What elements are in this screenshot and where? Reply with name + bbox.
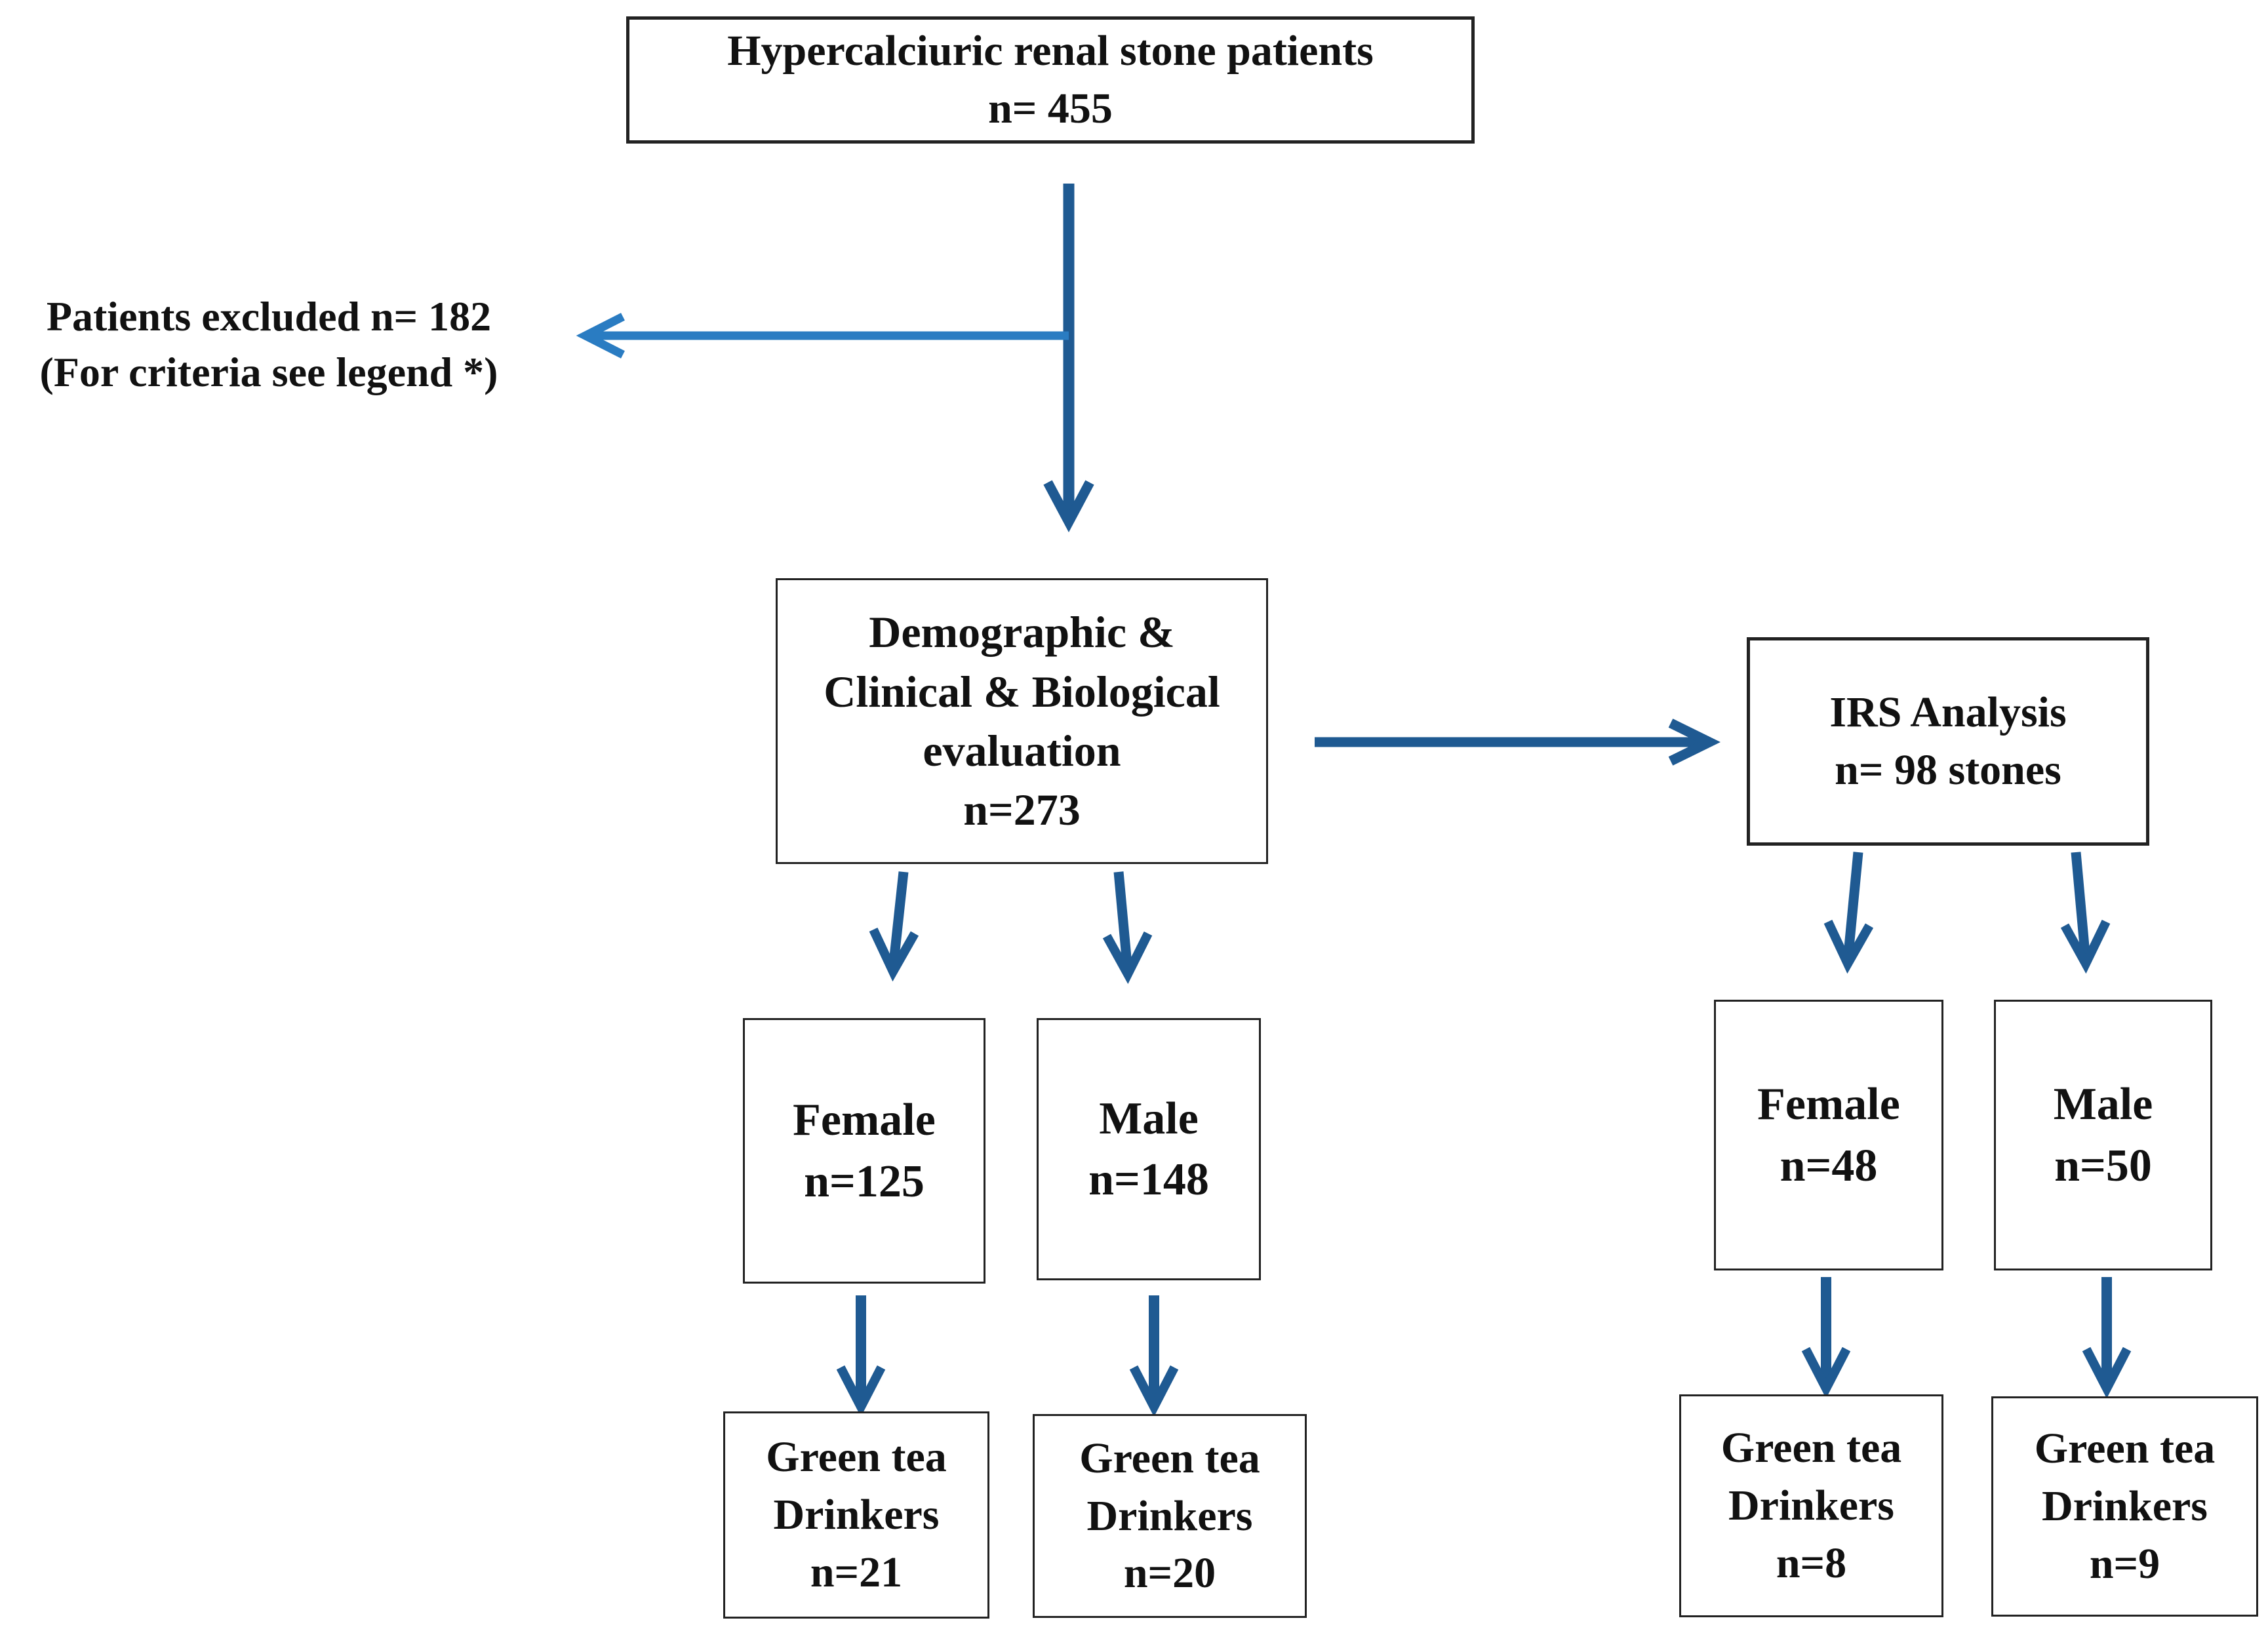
arrow-irs-male-to-gt-head [2082,1347,2132,1399]
box-gt-irs-male: Green tea Drinkers n=9 [1991,1396,2258,1617]
eval-male-count: n=148 [1088,1154,1209,1205]
eval-female-label: Female [793,1095,936,1146]
arrow-eval-to-female [888,871,909,970]
box-eval-male: Male n=148 [1037,1018,1261,1280]
gt-eval-male-line-2: Drinkers [1086,1491,1253,1540]
evaluation-count: n=273 [963,785,1081,835]
arrow-irs-female-to-gt-head [1801,1347,1851,1399]
arrow-eval-to-female-head [869,928,919,982]
irs-male-count: n=50 [2054,1140,2152,1191]
box-gt-irs-female: Green tea Drinkers n=8 [1679,1394,1943,1617]
arrow-irs-to-female [1842,852,1863,962]
arrow-irs-to-male [2071,852,2091,962]
irs-female-label: Female [1757,1079,1900,1130]
box-irs-male: Male n=50 [1994,1000,2212,1270]
gt-eval-male-count: n=20 [1123,1549,1216,1598]
evaluation-line-3: evaluation [923,726,1121,776]
evaluation-line-2: Clinical & Biological [824,666,1220,717]
arrow-irs-to-female-head [1823,920,1874,974]
excluded-line-2: (For criteria see legend *) [39,349,498,396]
gt-irs-male-line-2: Drinkers [2042,1482,2208,1531]
eval-male-label: Male [1099,1093,1199,1144]
arrow-main-vertical-head [1043,480,1094,532]
excluded-note: Patients excluded n= 182 (For criteria s… [0,288,538,400]
gt-irs-female-count: n=8 [1776,1539,1847,1587]
irs-count: n= 98 stones [1835,746,2061,794]
arrow-eval-male-to-gt-head [1129,1365,1179,1417]
irs-female-count: n=48 [1780,1140,1878,1191]
eval-female-count: n=125 [804,1156,925,1207]
box-gt-eval-male: Green tea Drinkers n=20 [1033,1414,1307,1618]
box-title: Hypercalciuric renal stone patients [727,27,1374,75]
box-gt-eval-female: Green tea Drinkers n=21 [723,1411,989,1619]
arrow-eval-to-male [1113,871,1133,972]
box-evaluation: Demographic & Clinical & Biological eval… [776,578,1268,864]
irs-male-label: Male [2053,1079,2153,1130]
gt-irs-female-line-2: Drinkers [1728,1482,1894,1530]
arrow-eval-female-to-gt-head [836,1365,886,1417]
box-count: n= 455 [988,85,1113,132]
gt-irs-female-line-1: Green tea [1721,1424,1902,1472]
gt-eval-male-line-1: Green tea [1079,1434,1260,1482]
gt-irs-male-line-1: Green tea [2034,1425,2216,1473]
gt-eval-female-line-2: Drinkers [773,1491,940,1539]
gt-eval-female-count: n=21 [810,1548,903,1596]
arrow-eval-to-male-head [1102,931,1153,985]
arrow-excluded-head [576,313,625,359]
arrow-irs-to-male-head [2060,919,2111,974]
box-hypercalciuric-patients: Hypercalciuric renal stone patients n= 4… [626,16,1475,144]
box-irs-female: Female n=48 [1714,1000,1943,1270]
irs-title: IRS Analysis [1829,688,2067,737]
box-eval-female: Female n=125 [743,1018,985,1284]
arrow-eval-to-irs-head [1668,718,1721,766]
excluded-line-1: Patients excluded n= 182 [46,293,492,340]
box-irs-analysis: IRS Analysis n= 98 stones [1747,637,2149,846]
gt-irs-male-count: n=9 [2089,1539,2160,1588]
gt-eval-female-line-1: Green tea [766,1433,947,1482]
evaluation-line-1: Demographic & [869,607,1175,658]
